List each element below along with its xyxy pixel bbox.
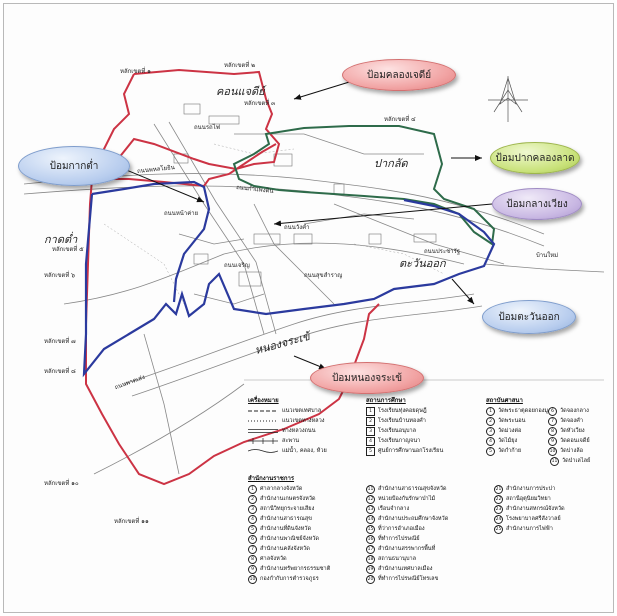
town-map-svg: [23, 68, 605, 486]
legend-symbols-title: เครื่องหมาย: [248, 397, 279, 404]
road-label: ถนนหน้าค่าย: [164, 210, 199, 217]
road-label: ถนนเจริญ: [224, 262, 250, 269]
legend-symbols: เครื่องหมาย แนวเขตเทศบาล แนวเขตทางหลวง ท…: [248, 396, 358, 456]
legend-offices-title: สำนักงานราชการ: [248, 475, 295, 482]
bridge-line-icon: [248, 438, 278, 444]
legend-item: แนวเขตทางหลวง: [248, 416, 358, 426]
district-boundary-green: [232, 125, 496, 246]
km-marker: หลักเขตที่ ๔: [384, 116, 416, 123]
callout-pak-kao: ป้อมกากต่ำ: [18, 146, 130, 186]
area-label-east: ตะวันออก: [399, 257, 446, 270]
road-label: ถนนรถไฟ: [194, 124, 220, 131]
arrow-east: [451, 278, 475, 305]
legend-item: แม่น้ำ, คลอง, ห้วย: [248, 446, 358, 456]
legend-item: ทางหลวงถนน: [248, 426, 358, 436]
km-marker: หลักเขตที่ ๗: [44, 338, 76, 345]
village-label: บ้านใหม่: [536, 252, 559, 259]
area-label-north: คอนแจดีย์: [216, 85, 265, 98]
km-marker: หลักเขตที่ ๑๐: [44, 480, 79, 487]
callout-tawan-ok: ป้อมตะวันออก: [482, 300, 576, 334]
area-label-east-north: ปากลัด: [374, 157, 408, 170]
km-marker: หลักเขตที่ ๓: [244, 100, 276, 107]
callout-north-fort: ป้อมคลองเจดีย์: [342, 59, 456, 91]
north-arrow-icon: [488, 76, 528, 122]
road-line-icon: [248, 429, 278, 433]
km-marker: หลักเขตที่ ๕: [52, 246, 84, 253]
legend-item: สะพาน: [248, 436, 358, 446]
callout-pak-khlong: ป้อมปากคลองลาด: [490, 142, 580, 174]
road-label: ถนนสุขสำราญ: [304, 272, 343, 279]
area-label-west: กาดต่ำ: [44, 233, 78, 246]
legend-education-title: สถานการศึกษา: [366, 397, 406, 404]
arrow-center: [273, 203, 493, 227]
callout-nong-chorakhe: ป้อมหนองจระเข้: [310, 362, 424, 394]
arrow-west: [123, 168, 205, 203]
callout-klang-wiang: ป้อมกลางเวียง: [492, 188, 582, 220]
arrow-south: [293, 355, 327, 370]
city-limit-line-icon: [248, 420, 278, 422]
km-marker: หลักเขตที่ ๘: [44, 368, 76, 375]
street-sketch: [23, 121, 605, 475]
boundary-line-icon: [248, 410, 278, 412]
river-line-icon: [248, 449, 278, 453]
km-marker: หลักเขตที่ ๑๑: [114, 518, 149, 525]
district-boundary-blue: [82, 180, 496, 378]
km-marker: หลักเขตที่ ๒: [224, 62, 256, 69]
road-label: ถนนประชารัฐ: [424, 248, 461, 255]
km-marker: หลักเขตที่ ๖: [44, 272, 75, 279]
legend-religion-title: สถาบันศาสนา: [486, 397, 523, 404]
km-marker: หลักเขตที่ ๑: [120, 68, 151, 75]
road-label: ถนนวังคำ: [284, 224, 310, 231]
legend-item: แนวเขตเทศบาล: [248, 406, 358, 416]
map-frame: คอนแจดีย์ กาดต่ำ ปากลัด ตะวันออก หนองจระ…: [3, 3, 614, 613]
